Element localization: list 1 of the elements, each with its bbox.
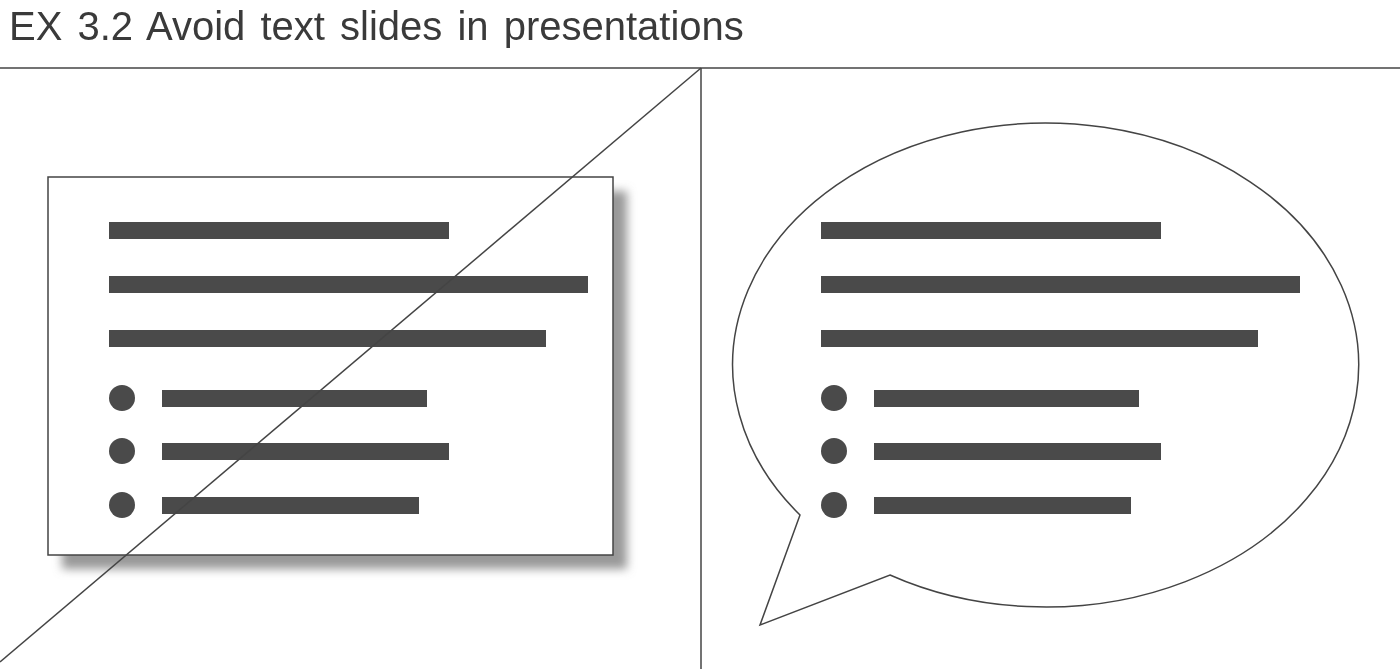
title: EX 3.2 Avoid text slides in presentations	[9, 4, 744, 49]
